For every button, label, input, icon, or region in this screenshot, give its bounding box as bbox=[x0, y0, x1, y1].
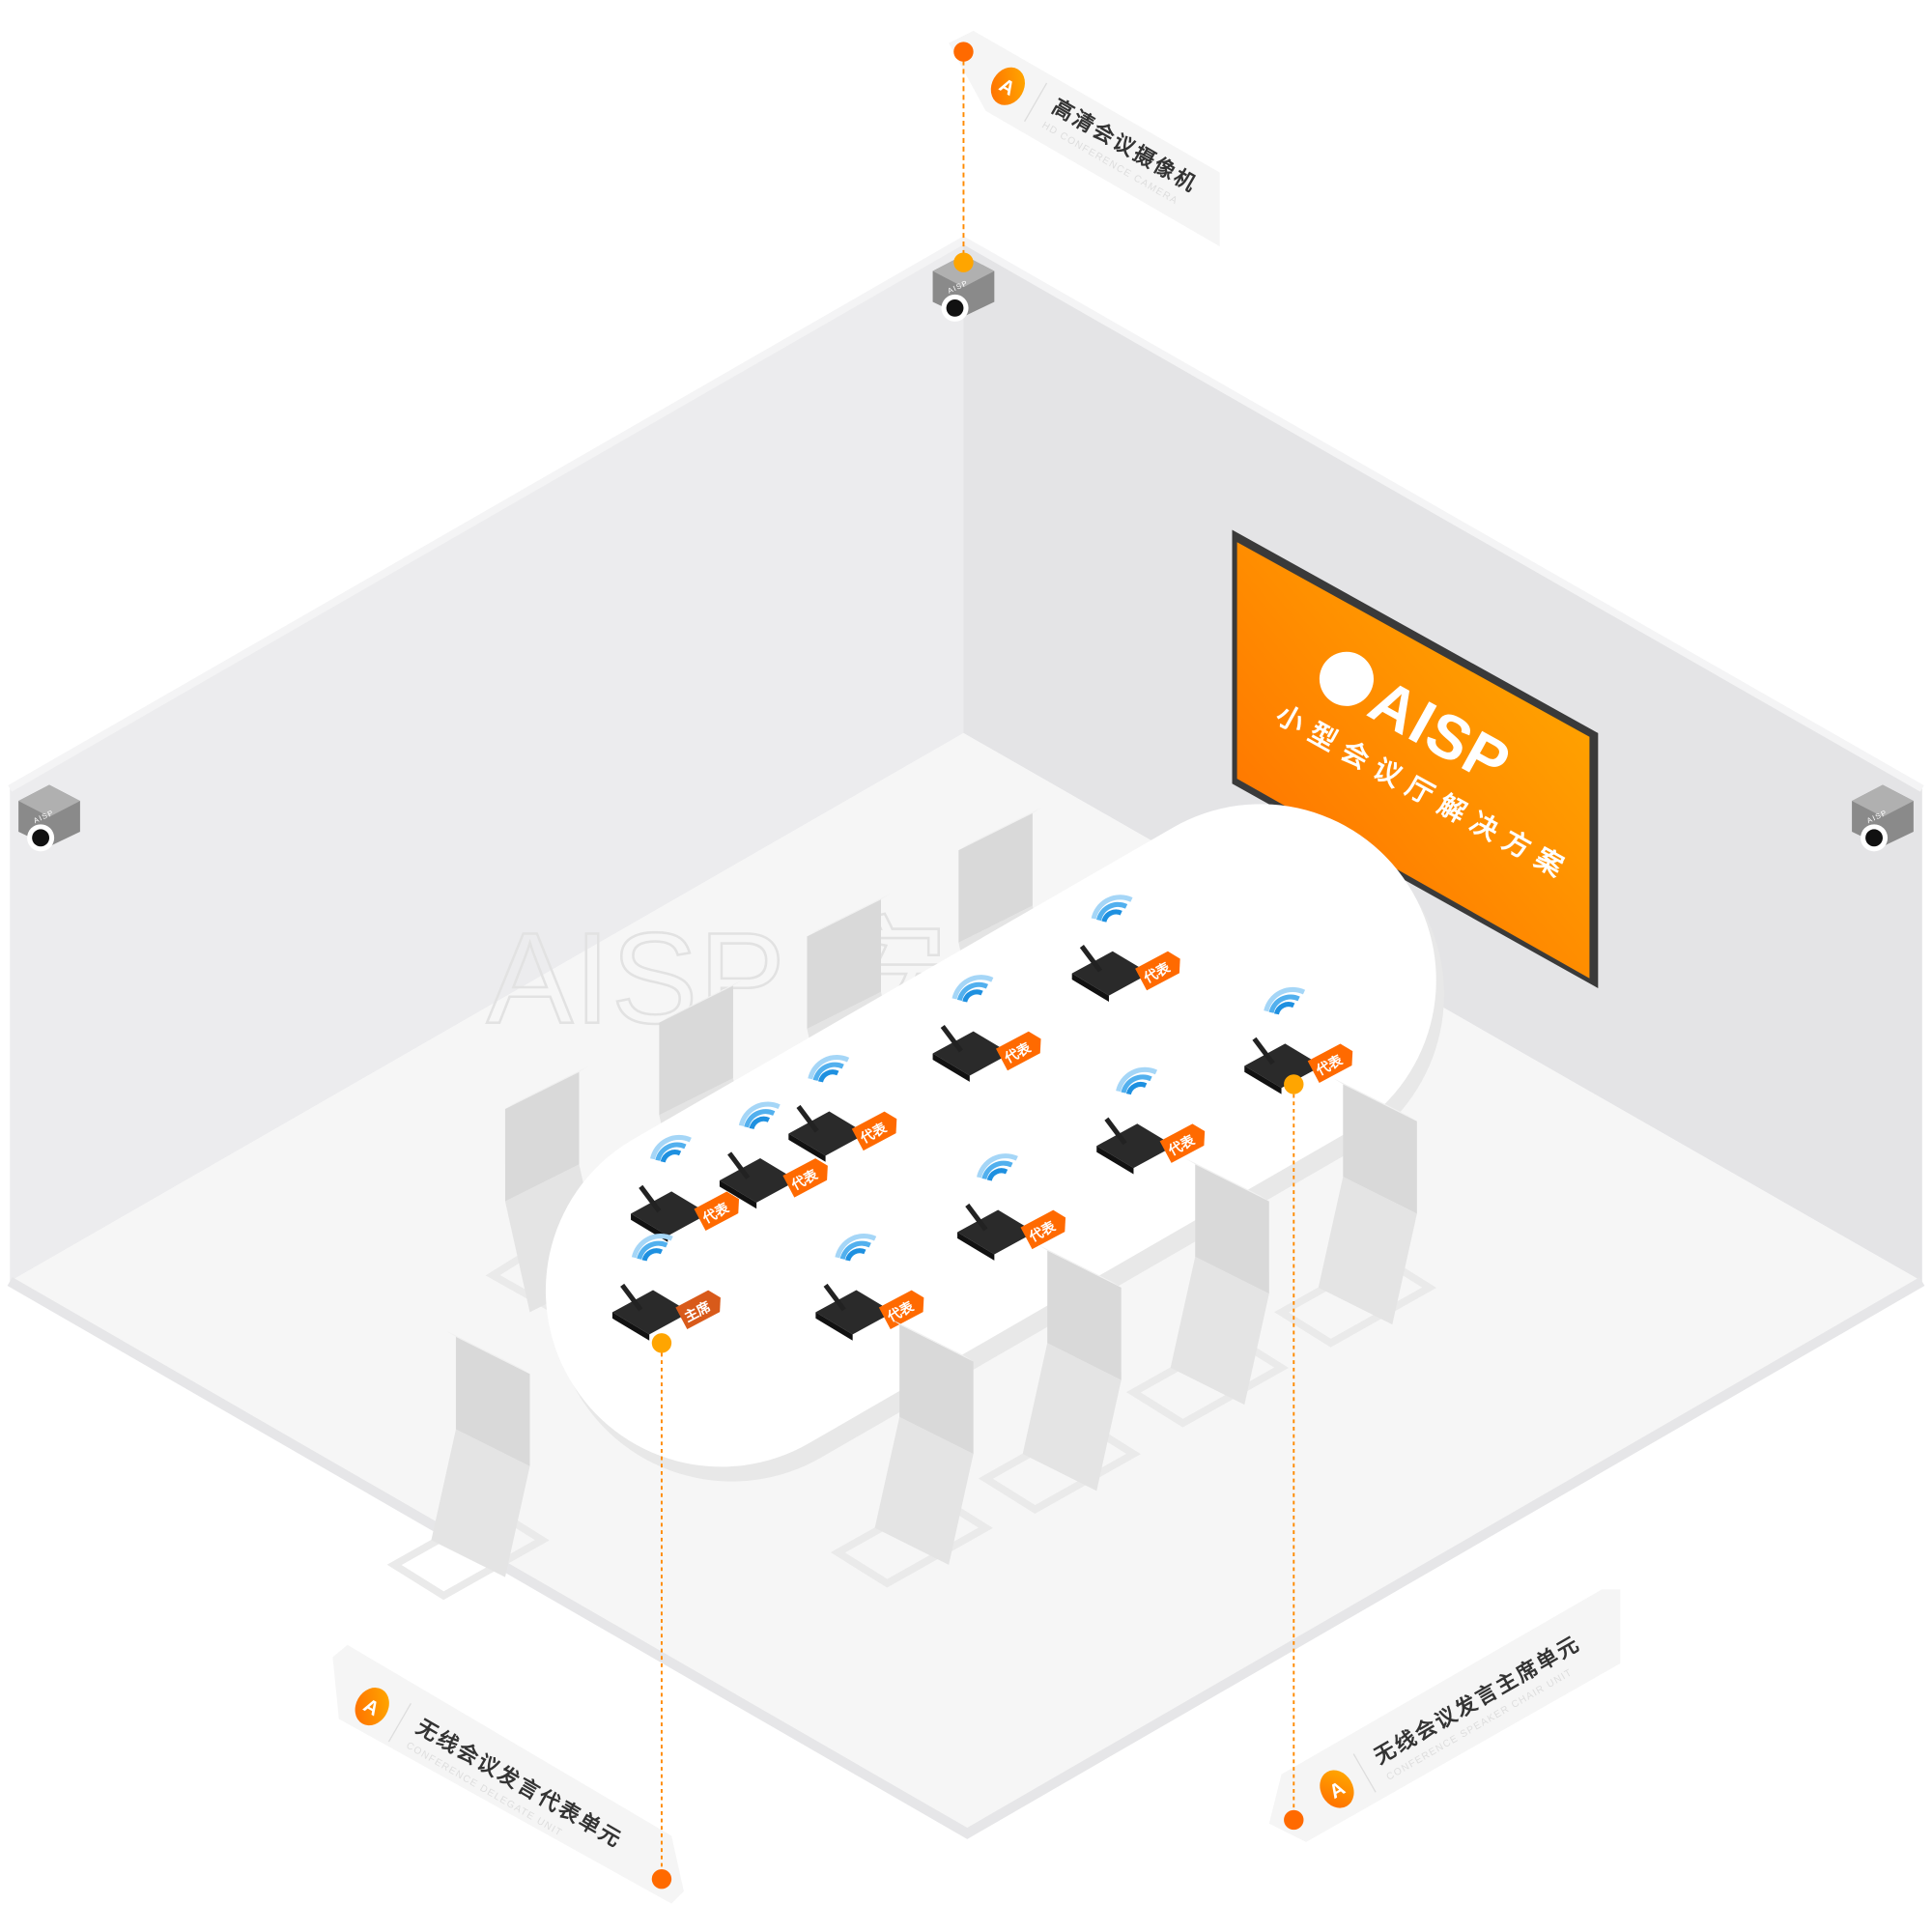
delegate-unit[interactable]: 代表 bbox=[788, 1055, 902, 1162]
wireless-signal-icon bbox=[738, 1101, 781, 1130]
delegate-unit[interactable]: 代表 bbox=[1244, 986, 1358, 1094]
microphone-icon bbox=[1252, 1037, 1275, 1065]
delegate-unit[interactable]: 代表 bbox=[1071, 895, 1186, 1002]
wireless-signal-icon bbox=[835, 1233, 877, 1262]
microphone-icon bbox=[639, 1184, 662, 1213]
microphone-icon bbox=[965, 1203, 988, 1232]
chair bbox=[1274, 1078, 1437, 1348]
microphone-icon bbox=[727, 1151, 751, 1179]
wireless-signal-icon bbox=[1091, 895, 1133, 923]
chair bbox=[830, 1318, 993, 1588]
wireless-signal-icon bbox=[952, 975, 994, 1003]
callout-dot bbox=[953, 42, 974, 62]
wireless-signal-icon bbox=[1116, 1066, 1158, 1095]
conference-camera[interactable]: AISP bbox=[1852, 784, 1914, 852]
delegate-callout-title: 无线会议发言代表单元 bbox=[412, 1715, 627, 1854]
chair bbox=[386, 1330, 550, 1601]
conference-table bbox=[545, 804, 1444, 1482]
microphone-icon bbox=[620, 1283, 643, 1312]
callout-dot bbox=[1284, 1809, 1304, 1831]
delegate-unit[interactable]: 代表 bbox=[1096, 1066, 1210, 1175]
unit-tag: 代表 bbox=[1307, 1043, 1353, 1083]
left-wall bbox=[10, 240, 964, 1282]
microphone-icon bbox=[796, 1104, 819, 1133]
microphone-icon bbox=[940, 1024, 963, 1053]
chair bbox=[978, 1244, 1141, 1514]
floor-edge bbox=[7, 1277, 1925, 1839]
aisp-logo-icon bbox=[1320, 1770, 1354, 1808]
delegate-unit[interactable]: 代表 bbox=[957, 1153, 1071, 1261]
callout-dot bbox=[953, 252, 974, 272]
wireless-signal-icon bbox=[977, 1153, 1018, 1181]
microphone-icon bbox=[1079, 945, 1103, 973]
conference-camera[interactable]: AISP bbox=[932, 255, 995, 322]
wireless-signal-icon bbox=[631, 1233, 673, 1262]
screen-logo-icon bbox=[1319, 651, 1374, 706]
aisp-logo-icon bbox=[990, 67, 1025, 105]
wireless-signal-icon bbox=[1264, 986, 1306, 1015]
chair bbox=[1125, 1157, 1290, 1428]
wireless-signal-icon bbox=[650, 1134, 692, 1163]
aisp-logo-icon bbox=[355, 1688, 389, 1726]
chairs-front-row bbox=[386, 1078, 1437, 1601]
wireless-signal-icon bbox=[808, 1055, 850, 1083]
camera-callout[interactable]: A 高清会议摄像机 HD CONFERENCE CAMERA bbox=[949, 30, 1220, 272]
microphone-icon bbox=[823, 1283, 846, 1312]
wall-top-edge bbox=[8, 236, 1924, 792]
unit-tag: 代表 bbox=[851, 1111, 897, 1151]
callout-dot bbox=[651, 1868, 672, 1889]
callout-dot bbox=[651, 1333, 672, 1353]
microphone-icon bbox=[1104, 1117, 1127, 1146]
conference-camera[interactable]: AISP bbox=[18, 784, 80, 852]
callout-dot bbox=[1284, 1074, 1304, 1094]
